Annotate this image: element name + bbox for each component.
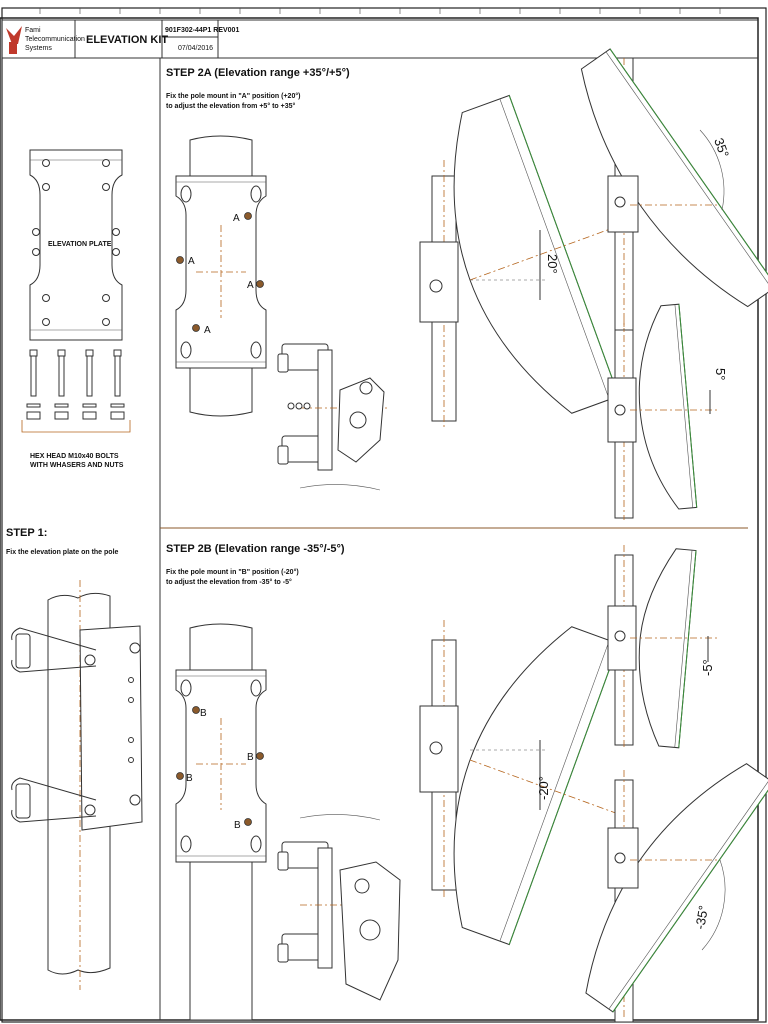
hole-label-b1: B: [200, 708, 207, 719]
step2b-description-line2: to adjust the elevation from -35° to -5°: [166, 578, 292, 586]
step2a-mount-exploded: [277, 343, 390, 491]
document-number: 901F302-44P1 REV001: [165, 27, 239, 34]
hole-label-a2: A: [188, 256, 195, 267]
hole-label-a4: A: [204, 325, 211, 336]
company-name-line1: Fami: [25, 27, 41, 34]
step1-description: Fix the elevation plate on the pole: [6, 549, 119, 556]
step2a-title: STEP 2A (Elevation range +35°/+5°): [166, 67, 350, 79]
outer-frame: [1, 7, 767, 1023]
document-date: 07/04/2016: [178, 45, 213, 52]
hole-label-a3: A: [247, 280, 254, 291]
step2b-description-line1: Fix the pole mount in "B" position (-20°…: [166, 568, 299, 576]
hole-label-b2: B: [247, 752, 254, 763]
step2a-antenna-20deg: 20°: [419, 94, 630, 430]
plate-label: ELEVATION PLATE: [48, 241, 112, 248]
bolts-drawing: HEX HEAD M10x40 BOLTS WITH WHASERS AND N…: [21, 349, 131, 469]
angle-label-minus5: -5°: [700, 659, 715, 676]
step2b-title: STEP 2B (Elevation range -35°/-5°): [166, 543, 345, 555]
step2a-description-line1: Fix the pole mount in "A" position (+20°…: [166, 92, 300, 100]
hole-label-b3: B: [186, 773, 193, 784]
document-title: ELEVATION KIT: [86, 34, 168, 46]
angle-label-minus20: -20°: [536, 776, 551, 800]
hole-label-b4: B: [234, 820, 241, 831]
step2a-plate-on-pole: A A A A: [175, 135, 267, 417]
step1-title: STEP 1:: [6, 527, 47, 539]
top-ruler-ticks: [39, 8, 721, 14]
company-name-line3: Systems: [25, 45, 52, 52]
company-logo: [6, 26, 22, 54]
step2b-plate-on-pole: B B B B: [175, 623, 267, 1021]
title-block: Fami Telecommunication Systems ELEVATION…: [1, 19, 758, 59]
angle-label-minus35: -35°: [692, 904, 711, 930]
angle-label-5: 5°: [713, 368, 728, 380]
step2b-mount-exploded: [277, 814, 401, 1001]
bolts-label-line2: WITH WHASERS AND NUTS: [30, 462, 124, 469]
step2b-antenna-minus5deg: -5°: [607, 545, 720, 750]
company-name-line2: Telecommunication: [25, 36, 85, 43]
elevation-plate-drawing: ELEVATION PLATE: [29, 149, 123, 341]
drawing-border: [0, 17, 759, 1021]
angle-label-20: 20°: [545, 254, 560, 274]
step2a-description-line2: to adjust the elevation from +5° to +35°: [166, 102, 295, 110]
bolts-label-line1: HEX HEAD M10x40 BOLTS: [30, 453, 119, 460]
hole-label-a1: A: [233, 213, 240, 224]
step2b-antenna-minus35deg: -35°: [585, 763, 768, 1023]
step1-pole-assembly: [11, 580, 143, 990]
step2a-antenna-35deg: 35°: [580, 48, 768, 340]
step2b-antenna-minus20deg: -20°: [419, 620, 630, 946]
step2a-antenna-5deg: 5°: [607, 303, 728, 520]
angle-label-35: 35°: [711, 136, 732, 160]
